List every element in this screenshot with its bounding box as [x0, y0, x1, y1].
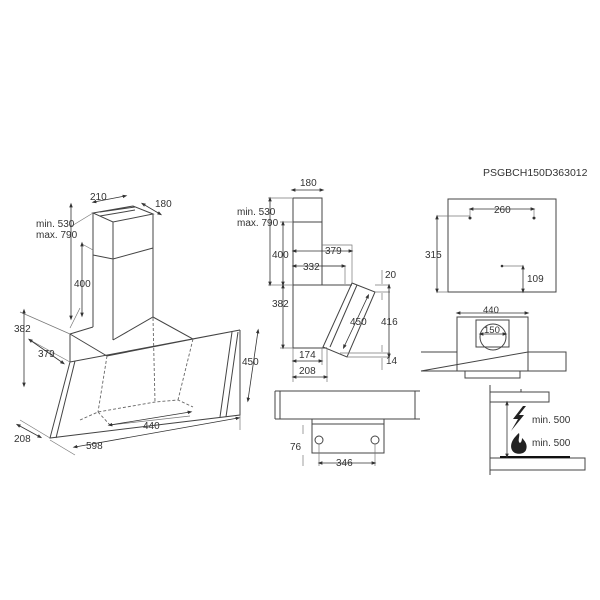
dimension-label: 382 — [14, 324, 31, 335]
dimension-label: 109 — [527, 274, 544, 285]
dimension-label: 208 — [14, 434, 31, 445]
dimension-label: 450 — [350, 317, 367, 328]
lightning-icon — [511, 406, 526, 431]
dimension-label: 400 — [74, 279, 91, 290]
dimension-label: 260 — [494, 205, 511, 216]
front-view: 440 150 — [420, 305, 567, 379]
dimension-label: min. 530 — [36, 219, 75, 230]
wall-view: 260 315 109 — [425, 198, 557, 294]
dimension-label: 150 — [484, 325, 500, 336]
dimension-label: 174 — [299, 350, 316, 361]
dimension-label: min. 500 — [532, 438, 571, 449]
dimension-label: 315 — [425, 250, 442, 261]
dimension-label: 382 — [272, 299, 289, 310]
dimension-label: 598 — [86, 441, 103, 452]
dimension-label: 14 — [386, 356, 398, 367]
dimension-label: max. 790 — [237, 218, 279, 229]
flame-icon — [511, 433, 527, 454]
dimension-label: 332 — [303, 262, 320, 273]
model-code: PSGBCH150D363012 — [483, 167, 588, 179]
dimension-label: min. 530 — [237, 207, 276, 218]
dimension-label: 180 — [155, 199, 172, 210]
dimension-label: 76 — [290, 442, 302, 453]
dimension-label: 440 — [483, 305, 499, 316]
dimension-label: 346 — [336, 458, 353, 469]
dimension-label: 400 — [272, 250, 289, 261]
clearance-view: min. 500 min. 500 — [489, 385, 586, 475]
bottom-view: 76 346 — [274, 390, 420, 469]
dimension-label: 208 — [299, 366, 316, 377]
side-view: 180 min. 530 max. 790 400 379 332 382 45… — [237, 178, 398, 382]
dimension-label: 379 — [325, 246, 342, 257]
dimension-label: 440 — [143, 421, 160, 432]
dimension-label: min. 500 — [532, 415, 571, 426]
dimension-label: 20 — [385, 270, 397, 281]
dimension-label: 210 — [90, 192, 107, 203]
dimension-label: 180 — [300, 178, 317, 189]
dimension-label: 416 — [381, 317, 398, 328]
dimension-label: max. 790 — [36, 230, 78, 241]
dimension-label: 450 — [242, 357, 259, 368]
perspective-view: 210 180 min. 530 max. 790 400 382 379 45… — [14, 192, 260, 456]
dimension-label: 379 — [38, 349, 55, 360]
